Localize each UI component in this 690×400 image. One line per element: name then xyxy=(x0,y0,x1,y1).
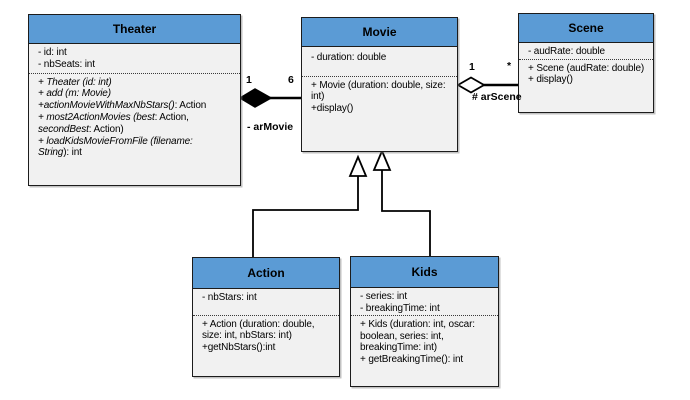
class-box-kids: Kids - series: int- breakingTime: int + … xyxy=(350,256,499,387)
aggregation-diamond-icon xyxy=(456,76,486,94)
class-title-kids: Kids xyxy=(351,257,498,288)
methods-movie: + Movie (duration: double, size:int)+dis… xyxy=(302,75,457,117)
text-line: + Movie (duration: double, size: xyxy=(311,79,446,91)
text-segment: + Theater (id: int) xyxy=(38,76,112,88)
text-line: String): int xyxy=(38,147,237,159)
generalization-line-action-movie xyxy=(252,176,359,258)
attributes-movie: - duration: double xyxy=(302,47,457,76)
text-line: +getNbStars():int xyxy=(202,341,276,353)
text-segment: String xyxy=(38,147,64,159)
text-line: boolean, series: int, xyxy=(360,330,444,342)
class-box-movie: Movie - duration: double + Movie (durati… xyxy=(301,17,458,152)
text-line: + Action (duration: double, xyxy=(202,318,315,330)
role-label-armovie: - arMovie xyxy=(247,121,294,133)
class-title-scene: Scene xyxy=(519,14,653,43)
role-label-arscene: # arScene xyxy=(472,91,522,103)
text-line: + loadKidsMovieFromFile (filename: xyxy=(38,136,237,148)
composition-diamond-icon xyxy=(238,88,273,108)
text-line: + most2ActionMovies (best: Action, xyxy=(38,112,237,124)
text-line: + Kids (duration: int, oscar: xyxy=(360,319,475,331)
multiplicity-movie-scene-target: * xyxy=(507,60,512,72)
text-line: +actionMovieWithMaxNbStars(): Action xyxy=(38,100,237,112)
text-line: - breakingTime: int xyxy=(360,302,440,314)
generalization-arrow-icon-action xyxy=(348,154,368,177)
text-segment: : Action) xyxy=(88,123,124,135)
text-line: +display() xyxy=(311,102,354,114)
methods-theater: + Theater (id: int)+ add (m: Movie)+acti… xyxy=(29,72,240,162)
text-line: - nbSeats: int xyxy=(38,58,95,70)
attributes-theater: - id: int- nbSeats: int xyxy=(29,44,240,73)
text-line: secondBest: Action) xyxy=(38,124,237,136)
methods-action: + Action (duration: double,size: int, nb… xyxy=(193,314,339,356)
text-segment: + most2ActionMovies (best xyxy=(38,111,155,123)
text-segment: ): int xyxy=(63,147,82,159)
text-segment: +actionMovieWithMaxNbStars() xyxy=(38,100,175,112)
attributes-action: - nbStars: int xyxy=(193,289,339,315)
text-segment: secondBest xyxy=(38,123,89,135)
class-box-action: Action - nbStars: int + Action (duration… xyxy=(192,257,340,377)
class-box-theater: Theater - id: int- nbSeats: int + Theate… xyxy=(28,14,241,186)
text-line: int) xyxy=(311,91,325,103)
class-box-scene: Scene - audRate: double + Scene (audRate… xyxy=(518,13,654,113)
methods-scene: + Scene (audRate: double)+ display() xyxy=(519,58,653,88)
class-title-theater: Theater xyxy=(29,15,240,44)
multiplicity-movie-side: 6 xyxy=(288,74,294,86)
text-line: - nbStars: int xyxy=(202,292,257,303)
text-line: + Theater (id: int) xyxy=(38,77,237,89)
text-segment: + loadKidsMovieFromFile (filename: xyxy=(38,135,193,147)
text-line: + display() xyxy=(528,74,573,86)
text-line: + getBreakingTime(): int xyxy=(360,353,464,365)
multiplicity-movie-scene-source: 1 xyxy=(469,61,475,73)
class-title-action: Action xyxy=(193,258,339,289)
text-segment: : Action xyxy=(174,100,207,112)
generalization-line-kids-movie xyxy=(381,170,431,257)
text-line: - audRate: double xyxy=(528,46,605,57)
text-segment: : Action, xyxy=(154,111,189,123)
attributes-kids: - series: int- breakingTime: int xyxy=(351,288,498,315)
generalization-arrow-icon-kids xyxy=(372,148,392,171)
text-line: size: int, nbStars: int) xyxy=(202,330,292,342)
text-line: - duration: double xyxy=(311,52,387,63)
text-segment: + add (m: Movie) xyxy=(38,88,111,100)
class-title-movie: Movie xyxy=(302,18,457,47)
text-line: - id: int xyxy=(38,47,67,58)
multiplicity-theater-side: 1 xyxy=(246,74,252,86)
text-line: + add (m: Movie) xyxy=(38,88,237,100)
text-line: breakingTime: int) xyxy=(360,342,437,354)
attributes-scene: - audRate: double xyxy=(519,43,653,59)
text-line: - series: int xyxy=(360,291,407,302)
text-line: + Scene (audRate: double) xyxy=(528,62,645,74)
methods-kids: + Kids (duration: int, oscar:boolean, se… xyxy=(351,315,498,367)
